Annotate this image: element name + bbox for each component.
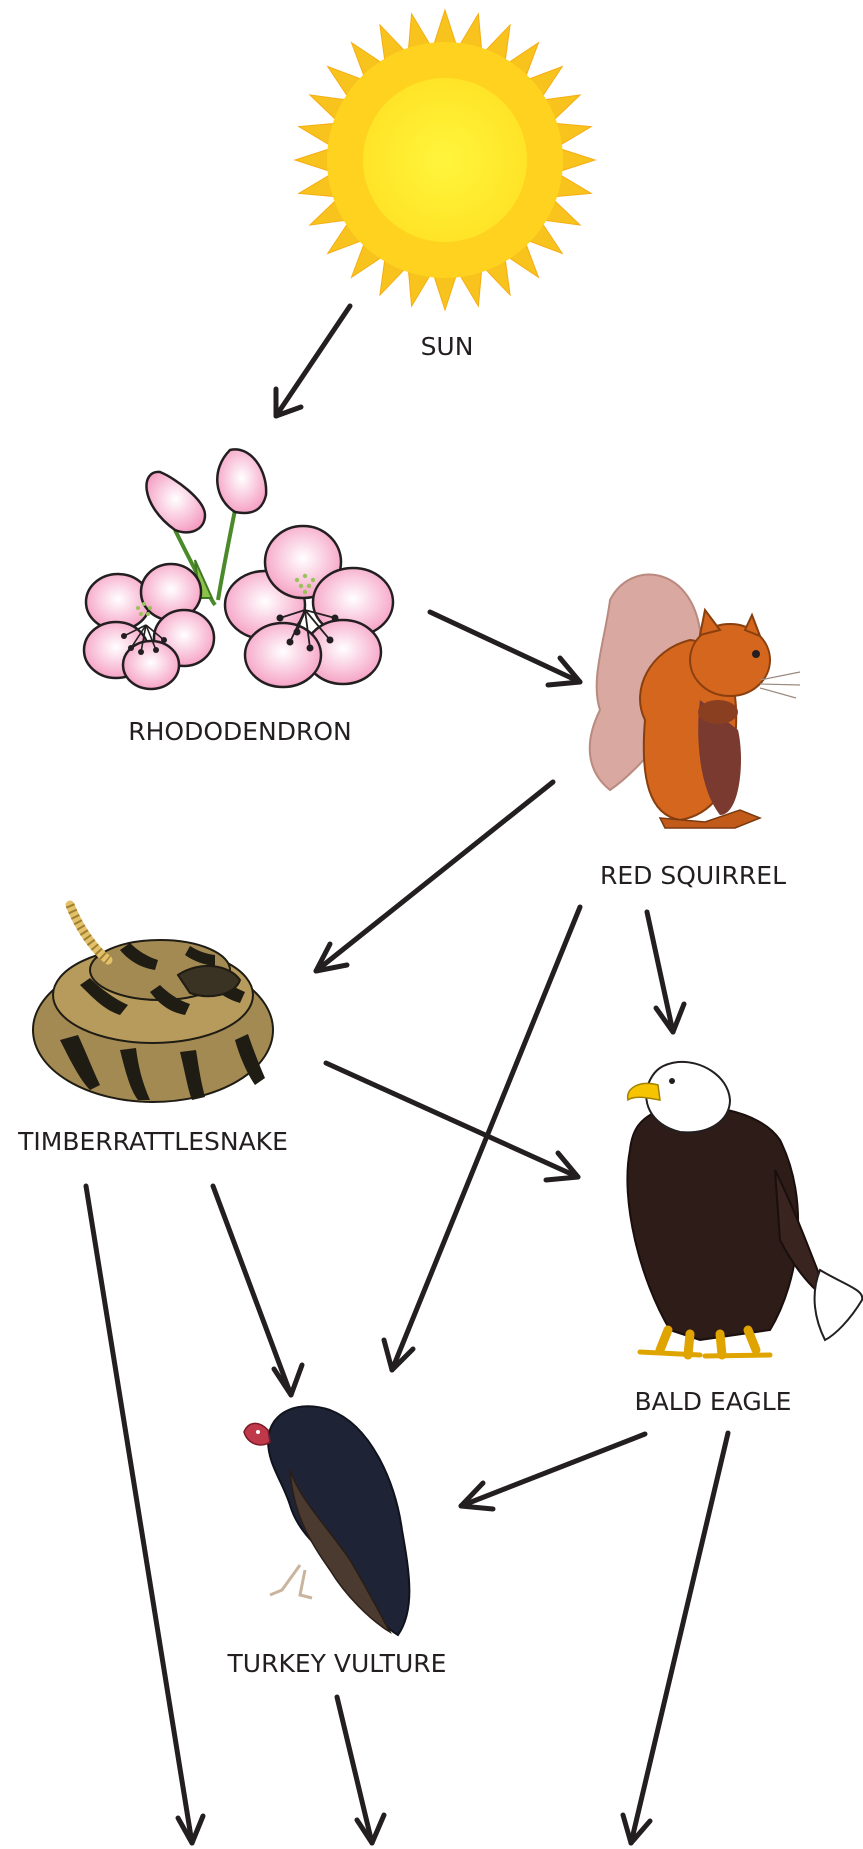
arrow-snake-to-eagle [326,1063,578,1180]
arrow-vulture-to-off-page [337,1697,384,1843]
arrow-eagle-to-vulture [461,1434,645,1509]
bald-eagle-icon [627,1062,862,1356]
turkey-vulture-icon [244,1406,409,1635]
arrow-snake-to-vulture [213,1186,302,1395]
label-sun: SUN [421,332,474,361]
label-timber-rattlesnake: TIMBERRATTLESNAKE [17,1127,288,1156]
sun-icon [295,10,595,310]
arrow-squirrel-to-eagle [647,912,684,1032]
timber-rattlesnake-icon [33,905,273,1102]
arrow-sun-to-rhododendron [276,306,350,416]
arrow-snake-to-off-page [86,1186,203,1843]
rhododendron-icon [84,449,393,689]
label-rhododendron: RHODODENDRON [128,717,352,746]
arrow-rhododendron-to-squirrel [430,612,580,685]
label-turkey-vulture: TURKEY VULTURE [227,1649,447,1678]
arrow-squirrel-to-vulture [384,907,580,1370]
label-red-squirrel: RED SQUIRREL [600,861,786,890]
label-bald-eagle: BALD EAGLE [635,1387,792,1416]
arrow-squirrel-to-snake [316,782,553,971]
arrow-eagle-to-off-page [623,1433,728,1843]
red-squirrel-icon [590,575,800,828]
